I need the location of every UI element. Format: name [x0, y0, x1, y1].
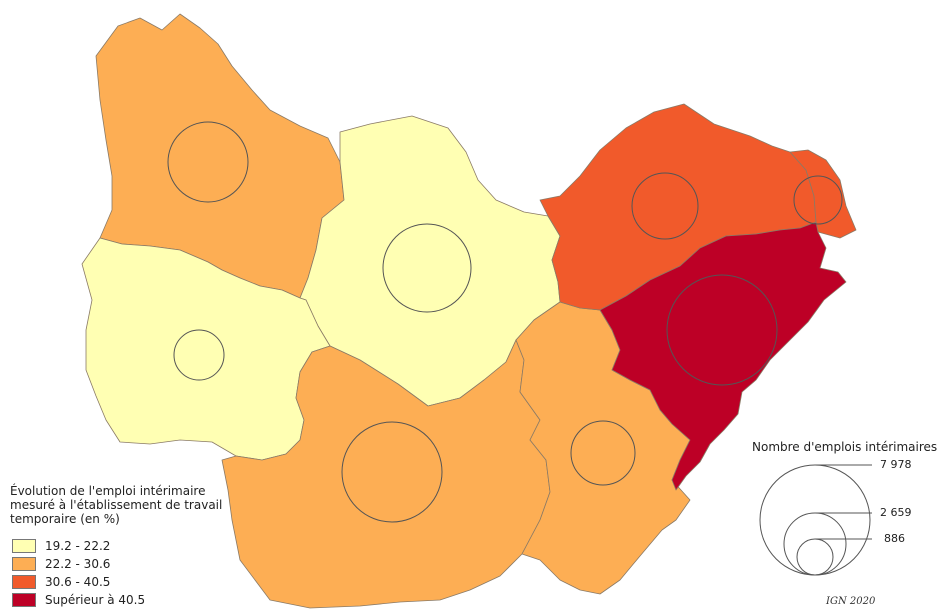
bubble-territoire-de-belfort	[793, 175, 843, 225]
region-doubs	[599, 221, 847, 491]
region-territoire-de-belfort	[789, 149, 857, 239]
legend-item: Supérieur à 40.5	[12, 591, 145, 609]
legend-item: 19.2 - 22.2	[12, 537, 145, 555]
legend-label: 19.2 - 22.2	[45, 539, 111, 553]
legend-title: Évolution de l'emploi intérimaire mesuré…	[10, 484, 223, 526]
legend-swatch	[12, 557, 36, 571]
bubble-saone-et-loire	[341, 421, 443, 523]
bubble-jura	[570, 420, 636, 486]
legend-item: 22.2 - 30.6	[12, 555, 145, 573]
bubble-haute-saone	[631, 172, 699, 240]
bubble-doubs	[666, 274, 778, 386]
legend-label: 22.2 - 30.6	[45, 557, 111, 571]
source-credit: IGN 2020	[826, 596, 876, 607]
size-legend-value-large: 7 978	[880, 458, 912, 471]
size-legend-circle-large	[759, 464, 871, 576]
bubble-cote-dor	[382, 223, 472, 313]
size-legend-value-small: 886	[884, 532, 905, 545]
size-legend-circle-small	[796, 538, 834, 576]
legend-label: 30.6 - 40.5	[45, 575, 111, 589]
legend-item: 30.6 - 40.5	[12, 573, 145, 591]
region-saone-et-loire	[221, 339, 551, 609]
bubble-nievre	[173, 329, 225, 381]
legend-swatch	[12, 575, 36, 589]
size-legend-value-medium: 2 659	[880, 506, 912, 519]
bubble-yonne	[167, 121, 249, 203]
legend-label: Supérieur à 40.5	[45, 593, 146, 607]
legend-swatch	[12, 593, 36, 607]
size-legend-title: Nombre d'emplois intérimaires	[752, 440, 938, 454]
legend-swatch	[12, 539, 36, 553]
legend-classes: 19.2 - 22.2 22.2 - 30.6 30.6 - 40.5 Supé…	[12, 537, 145, 609]
size-legend-circle-medium	[783, 512, 847, 576]
